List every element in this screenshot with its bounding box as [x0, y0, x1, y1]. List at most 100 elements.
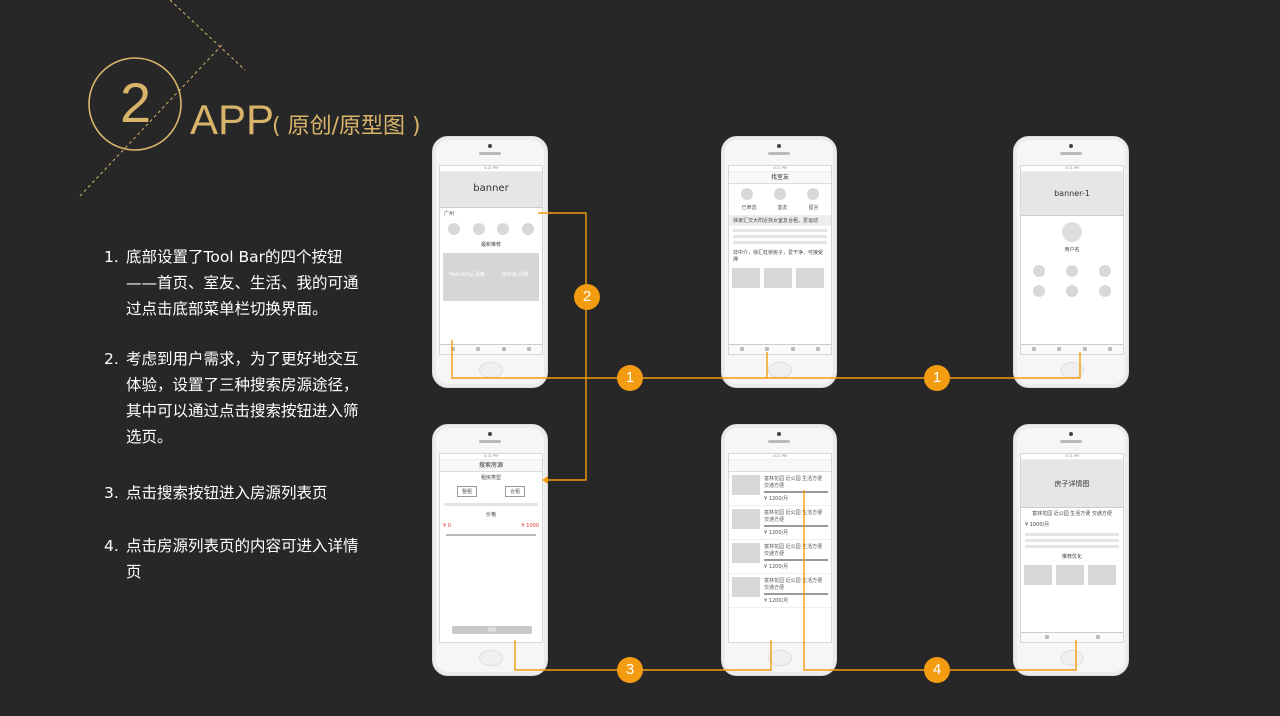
type-options: 整租 合租: [440, 483, 542, 500]
screen-search: 4:21 PM 搜索房源 租房类型 整租 合租 价格 ¥ 0 ¥ 1000 搜索: [439, 453, 543, 643]
search-title: 搜索房源: [440, 460, 542, 472]
option-shared[interactable]: 合租: [504, 486, 525, 497]
favorite-icon[interactable]: [1044, 635, 1049, 639]
menu-icon[interactable]: [1098, 265, 1111, 277]
divider: [733, 229, 827, 232]
screen-profile: 4:21 PM banner-1 用户名: [1020, 165, 1124, 355]
camera: [1069, 144, 1073, 148]
phone-search: 4:21 PM 搜索房源 租房类型 整租 合租 价格 ¥ 0 ¥ 1000 搜索: [432, 424, 548, 676]
header-decoration: [79, 0, 246, 197]
description-1-number: 1.: [104, 248, 119, 266]
recommend-box-1[interactable]: HelloKitty 风格: [443, 253, 491, 301]
recommend-thumbs: [1021, 562, 1123, 588]
marker-2: 2: [574, 284, 600, 310]
home-banner[interactable]: banner: [440, 172, 542, 208]
divider: [1025, 533, 1119, 536]
tab-home-icon[interactable]: [450, 347, 455, 351]
tab-me-icon[interactable]: [816, 347, 821, 351]
list-item[interactable]: 富林花园 近公园 生活方便 交通方便¥ 1200/月: [729, 472, 831, 506]
section-label: 最新推荐: [480, 242, 501, 248]
city-select[interactable]: 广州: [444, 211, 455, 217]
option-whole[interactable]: 整租: [456, 486, 477, 497]
list-thumb: [732, 509, 760, 529]
menu-icon[interactable]: [1098, 285, 1111, 297]
description-2-text: 考虑到用户需求，为了更好地交互体验，设置了三种搜索房源途径，其中可以通过点击搜索…: [126, 350, 359, 446]
label-message: 留言: [808, 205, 819, 211]
phone-home: 4:21 PM banner 广州 最新推荐 HelloKitty 风格 地中海…: [432, 136, 548, 388]
filter-icon[interactable]: [741, 188, 754, 200]
status-bar: 4:21 PM: [440, 166, 542, 172]
marker-1b: 1: [924, 365, 950, 391]
price-min: ¥ 0: [443, 523, 451, 529]
tab-bar: [440, 344, 542, 354]
marker-1a: 1: [617, 365, 643, 391]
list-item[interactable]: 富林花园 近公园 生活方便 交通方便¥ 1200/月: [729, 540, 831, 574]
list-item-title: 富林花园 近公园 生活方便 交通方便: [764, 578, 823, 591]
message-icon[interactable]: [806, 188, 819, 200]
detail-action-bar: [1021, 632, 1123, 642]
type-label: 租房类型: [480, 475, 501, 481]
list-item-price: ¥ 1200/月: [764, 564, 789, 570]
label-filter: 已筛选: [741, 205, 757, 211]
tab-life-icon[interactable]: [1082, 347, 1087, 351]
detail-price: ¥ 1000/月: [1025, 522, 1050, 528]
post-1[interactable]: 徐家汇交大附近找女室友合租，爱运动: [729, 215, 831, 226]
avatar[interactable]: [1062, 222, 1082, 242]
list-search-bar[interactable]: [729, 460, 831, 472]
tab-life-icon[interactable]: [501, 347, 506, 351]
menu-icon[interactable]: [1065, 285, 1078, 297]
description-3-number: 3.: [104, 484, 119, 502]
home-button: [768, 650, 792, 666]
roommate-title: 找室友: [729, 172, 831, 184]
search-button[interactable]: 搜索: [452, 626, 532, 634]
price-slider[interactable]: [446, 534, 536, 536]
screen-detail: 4:21 PM 房子详情图 富林花园 近公园 生活方便 交通方便 ¥ 1000/…: [1020, 453, 1124, 643]
speaker: [1060, 440, 1082, 443]
recommend-label: 推荐优化: [1061, 554, 1082, 560]
speaker: [1060, 152, 1082, 155]
tab-me-icon[interactable]: [527, 347, 532, 351]
post-image: [796, 268, 824, 288]
list-item[interactable]: 富林花园 近公园 生活方便 交通方便¥ 1200/月: [729, 574, 831, 608]
marker-3: 3: [617, 657, 643, 683]
profile-banner[interactable]: banner-1: [1021, 172, 1123, 216]
recommend-box-2[interactable]: 地中海 风格: [491, 253, 539, 301]
divider: [1025, 545, 1119, 548]
search-field[interactable]: [444, 503, 538, 506]
recommend-thumb[interactable]: [1088, 565, 1116, 585]
recommend-thumb[interactable]: [1024, 565, 1052, 585]
list-thumb: [732, 543, 760, 563]
tab-me-icon[interactable]: [1108, 347, 1113, 351]
tab-roommate-icon[interactable]: [1057, 347, 1062, 351]
category-icon[interactable]: [448, 223, 461, 235]
contact-icon[interactable]: [1095, 635, 1100, 639]
profile-menu-row-1: [1021, 261, 1123, 281]
list-item-price: ¥ 1200/月: [764, 530, 789, 536]
category-icon[interactable]: [472, 223, 485, 235]
roommate-circles: [729, 184, 831, 204]
roommate-icon[interactable]: [773, 188, 786, 200]
post-2[interactable]: 非中介，徐汇虹桥房子，爱干净，可接受押: [733, 250, 824, 263]
category-icon[interactable]: [521, 223, 534, 235]
tab-home-icon[interactable]: [739, 347, 744, 351]
tab-life-icon[interactable]: [790, 347, 795, 351]
category-icons: [440, 219, 542, 239]
list-item[interactable]: 富林花园 近公园 生活方便 交通方便¥ 1200/月: [729, 506, 831, 540]
tab-bar: [1021, 344, 1123, 354]
menu-icon[interactable]: [1033, 265, 1046, 277]
tab-roommate-icon[interactable]: [765, 347, 770, 351]
divider: [733, 241, 827, 244]
tab-roommate-icon[interactable]: [476, 347, 481, 351]
menu-icon[interactable]: [1065, 265, 1078, 277]
list-item-title: 富林花园 近公园 生活方便 交通方便: [764, 476, 823, 489]
menu-icon[interactable]: [1033, 285, 1046, 297]
recommend-boxes: HelloKitty 风格 地中海 风格: [440, 250, 542, 304]
description-4: 4. 点击房源列表页的内容可进入详情页: [104, 533, 364, 585]
detail-title: 富林花园 近公园 生活方便 交通方便: [1032, 511, 1112, 517]
category-icon[interactable]: [497, 223, 510, 235]
screen-home: 4:21 PM banner 广州 最新推荐 HelloKitty 风格 地中海…: [439, 165, 543, 355]
tab-home-icon[interactable]: [1031, 347, 1036, 351]
camera: [777, 432, 781, 436]
profile-menu-row-2: [1021, 281, 1123, 301]
recommend-thumb[interactable]: [1056, 565, 1084, 585]
